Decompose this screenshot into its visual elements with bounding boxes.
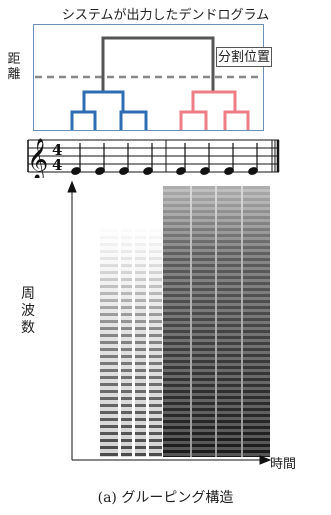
time-signature-top: 4 bbox=[52, 141, 62, 159]
left-cluster-branches bbox=[70, 90, 148, 130]
spectrogram-left-half bbox=[100, 225, 162, 457]
dendrogram-root bbox=[101, 36, 215, 92]
treble-clef-icon: 𝄞 bbox=[27, 138, 48, 178]
time-signature-bottom: 4 bbox=[52, 156, 62, 174]
figure-caption: (a) グルーピング構造 bbox=[97, 490, 234, 506]
spectrogram-axes bbox=[67, 180, 272, 465]
dendrogram-title: システムが出力したデンドログラム bbox=[61, 8, 270, 23]
dendrogram-frame bbox=[33, 24, 264, 131]
spectrogram bbox=[67, 180, 272, 465]
right-cluster-branches bbox=[179, 90, 250, 130]
distance-axis-label: 距離 bbox=[7, 52, 21, 82]
split-position-label: 分割位置 bbox=[216, 47, 272, 67]
notes-measure-1 bbox=[71, 143, 153, 175]
frequency-axis-label: 周波数 bbox=[21, 286, 35, 336]
notes-measure-2 bbox=[176, 143, 258, 175]
time-axis-label: 時間 bbox=[270, 457, 297, 472]
music-score: 𝄞 4 4 bbox=[27, 138, 280, 178]
spectrogram-right-half bbox=[163, 186, 270, 457]
dendrogram-diagram bbox=[35, 36, 262, 130]
